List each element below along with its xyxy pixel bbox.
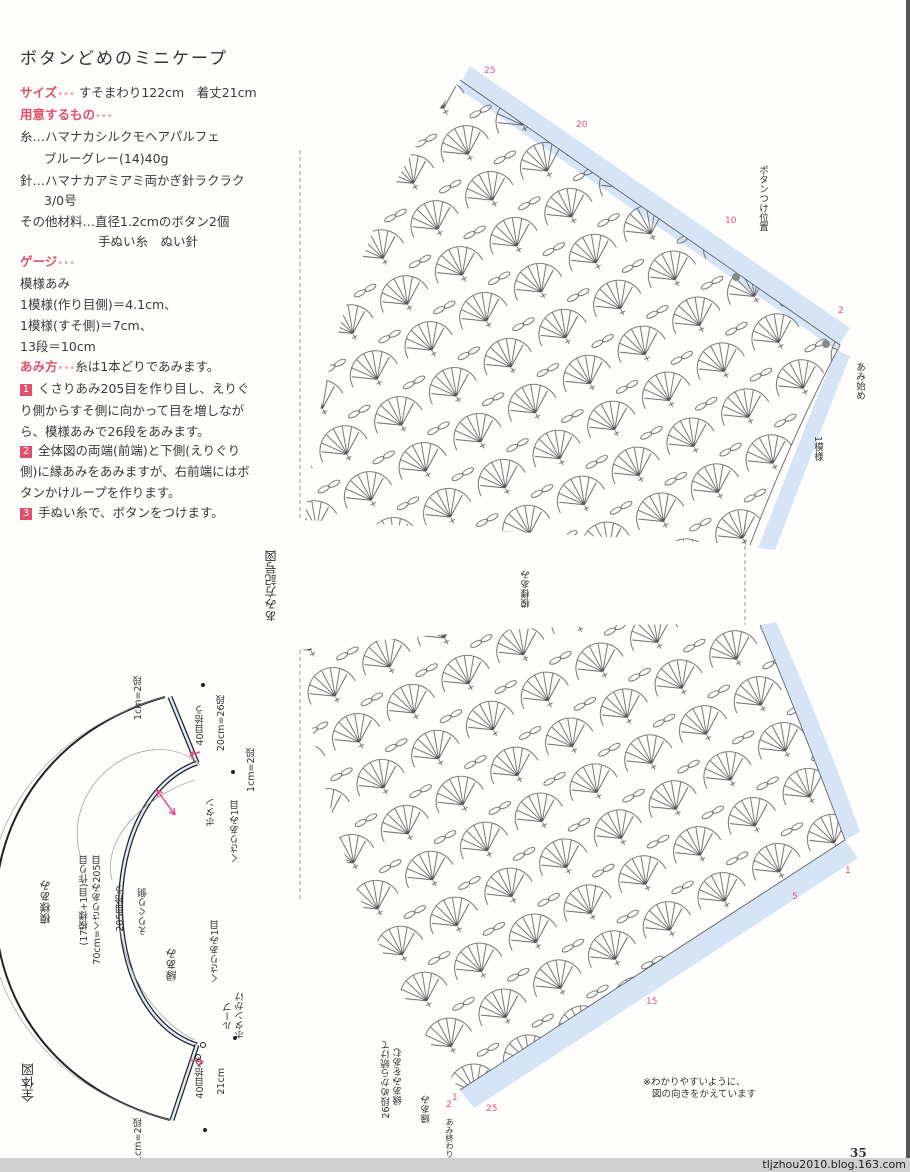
label-gauge-rows: 1cm=2段 (133, 676, 144, 721)
step-3: 3 手ぬい糸で、ボタンをつけます。 (20, 502, 224, 521)
method-heading: あみ方•••糸は1本どりであみます。 (20, 356, 219, 375)
one-repeat-label: 1模様 (812, 436, 823, 462)
label-neck-side: えりぐり側 (138, 888, 149, 936)
scan-edge (906, 0, 910, 1158)
dots: ••• (57, 258, 75, 269)
step-number: 3 (20, 508, 32, 520)
step-number: 2 (20, 446, 32, 458)
hook-size: 3/0号 (44, 193, 77, 208)
size-value: すそまわり122cm 着丈21cm (78, 85, 257, 100)
button-position-label: ボタンつけ位置 (757, 165, 768, 232)
crochet-chart (299, 66, 860, 1108)
label-foundation: 70cm=くさりあみ205目 (92, 855, 103, 965)
label-pickup: 40目拾う (195, 705, 206, 746)
step-text: り側からすそ側に向かって目を増しなが (20, 403, 245, 418)
step-text: 側)に縁あみをあみますが、右前端にはボ (20, 464, 250, 479)
row-label: 25 (486, 1104, 498, 1114)
other-materials: その他材料…直径1.2cmのボタン2個 (20, 214, 230, 229)
chart-pattern-label: 模様あみ (521, 570, 532, 608)
chart-title: あみ方記号図 (264, 550, 278, 622)
start-label: あみ始め (854, 362, 865, 400)
row-label: 1 (845, 866, 851, 876)
label-loop: ループ (223, 1002, 234, 1031)
step-text: くさりあみ205目を作り目し、えりぐ (38, 381, 250, 396)
step-number: 1 (20, 384, 32, 396)
row-label: 5 (792, 892, 798, 902)
gauge-line: 1模様(すそ側)＝7cm、 (20, 318, 153, 333)
orientation-note-2: 図の向きをかえています (652, 1089, 757, 1100)
label-pattern: 模様あみ (39, 880, 52, 924)
gauge-line: 13段＝10cm (20, 339, 96, 354)
label-gauge-rows-2: 1cm=2段 (133, 1118, 144, 1163)
row-label: 1 (452, 1093, 458, 1103)
row-label: 20 (576, 120, 588, 130)
gauge-label: ゲージ (20, 254, 58, 269)
materials-heading: 用意するもの••• (20, 104, 113, 123)
step-2: 2 全体図の両端(前端)と下側(えりぐり (20, 440, 240, 459)
step-text: 全体図の両端(前端)と下側(えりぐり (38, 443, 241, 458)
neckline-band (118, 760, 198, 1048)
other-materials-2: 手ぬい糸 ぬい針 (98, 234, 199, 249)
dots: ••• (57, 89, 75, 100)
gauge-line: 1模様(作り目側)＝4.1cm、 (20, 297, 177, 312)
row-label: 25 (484, 66, 496, 76)
label-button: ボタン (206, 798, 217, 827)
label-length: 20cm=26段 (216, 695, 227, 752)
step-text: タンかけループを作ります。 (20, 485, 181, 500)
label-edge-rows: 1cm=2段 (246, 748, 257, 793)
yarn-line: 糸…ハマナカシルクモヘアパルフェ (20, 129, 220, 144)
gauge-line: 模様あみ (20, 276, 71, 291)
label-width: 21cm (216, 1068, 227, 1095)
step-text: ら、模様あみで26段をあみます。 (20, 424, 210, 439)
schematic-title: 全体図 (22, 1063, 37, 1102)
continue-label-2: 縁あみをあむ (393, 1048, 404, 1105)
schematic-diagram (0, 683, 237, 1132)
yarn-color: ブルーグレー(14)40g (44, 151, 169, 166)
label-chain: くさりあみ1目 (230, 800, 241, 864)
dots: ••• (57, 363, 76, 374)
end-label: あみ終わり (445, 1118, 454, 1158)
page-number: 35 (850, 1146, 867, 1160)
row-label: 2 (446, 1100, 452, 1110)
label-chain-2: くさりあみ1目 (210, 920, 221, 984)
label-edging: 縁あみ (165, 948, 178, 981)
method-label: あみ方 (20, 359, 58, 374)
size-label: サイズ (20, 85, 58, 100)
outer-hem-line (0, 696, 171, 1121)
hook-line: 針…ハマナカアミアミ両かぎ針ラクラク (20, 173, 245, 188)
method-intro: 糸は1本どりであみます。 (75, 359, 220, 374)
dots: ••• (95, 111, 113, 122)
size-line: サイズ••• すそまわり122cm 着丈21cm (20, 82, 257, 101)
gauge-heading: ゲージ••• (20, 251, 75, 270)
step-1: 1 くさりあみ205目を作り目し、えりぐ (20, 378, 249, 397)
footer-bar (0, 1158, 910, 1172)
materials-label: 用意するもの (20, 107, 96, 122)
label-button-loop: ボタンかけ (235, 992, 246, 1040)
label-pickup-2: 40目拾う (195, 1058, 206, 1099)
page-title: ボタンどめのミニケープ (20, 49, 228, 69)
row-label: 10 (725, 216, 737, 226)
row-label: 2 (838, 306, 844, 316)
step-text: 手ぬい糸で、ボタンをつけます。 (38, 505, 224, 520)
label-foundation-2: (17模様+1目)作り目 (79, 855, 90, 946)
orientation-note-1: ※わかりやすいように、 (643, 1077, 746, 1088)
label-pickup-neck: 205目拾う (115, 885, 126, 932)
edging-label: 縁あみ (421, 1095, 432, 1124)
watermark-url: tljzhou2010.blog.163.com (762, 1158, 906, 1171)
row-label: 15 (646, 997, 658, 1007)
